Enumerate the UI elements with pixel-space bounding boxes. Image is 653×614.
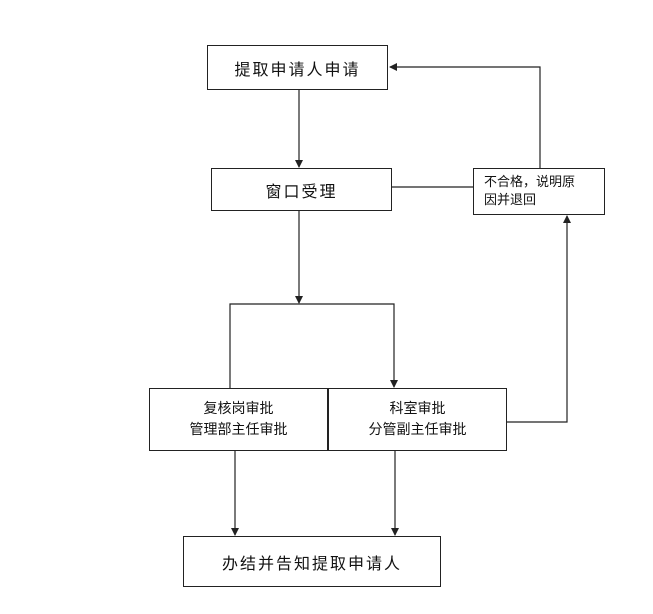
branch-line xyxy=(229,303,398,388)
node-review-approval: 复核岗审批 管理部主任审批 xyxy=(149,388,328,451)
arrow-reject-to-apply xyxy=(389,63,541,168)
node-label: 办结并告知提取申请人 xyxy=(221,553,402,573)
node-label-line-1: 科室审批 xyxy=(389,400,446,417)
node-label-line-2: 管理部主任审批 xyxy=(189,421,288,438)
arrow-office-to-reject xyxy=(507,215,571,423)
node-label: 提取申请人申请 xyxy=(234,59,361,79)
node-label-line-2: 因并退回 xyxy=(484,192,537,208)
node-label-line-2: 分管副主任审批 xyxy=(368,421,467,438)
node-label-line-1: 复核岗审批 xyxy=(203,400,274,417)
node-reject-return: 不合格，说明原 因并退回 xyxy=(473,168,605,215)
node-complete-notify: 办结并告知提取申请人 xyxy=(183,536,441,587)
node-extract-application: 提取申请人申请 xyxy=(207,45,388,90)
node-window-acceptance: 窗口受理 xyxy=(211,168,392,211)
node-label: 窗口受理 xyxy=(265,181,338,201)
node-label-line-1: 不合格，说明原 xyxy=(484,174,576,190)
node-office-approval: 科室审批 分管副主任审批 xyxy=(328,388,507,451)
